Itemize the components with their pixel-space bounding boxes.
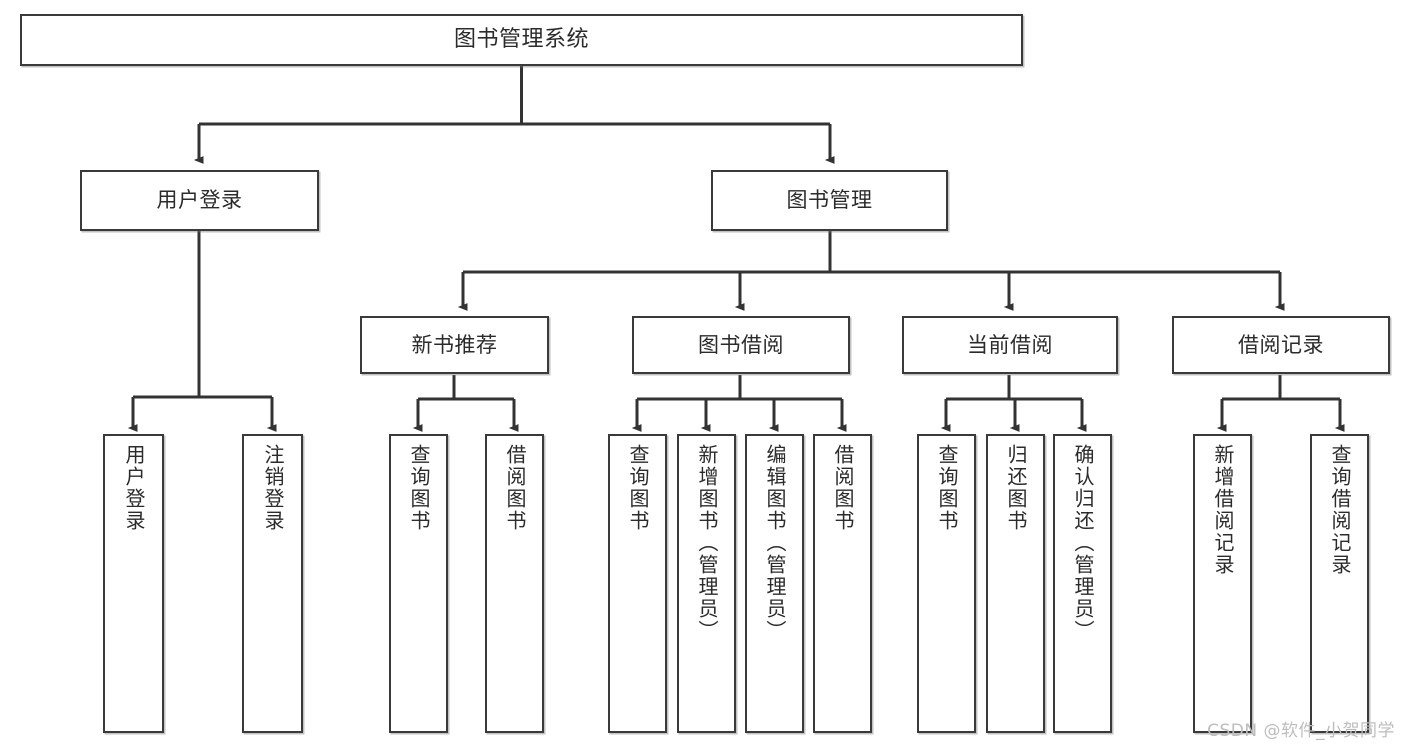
node-new-book-recommend[interactable]: 新书推荐	[360, 316, 549, 374]
leaf-add-book-label: 新增图书（管理员）	[695, 444, 719, 642]
leaf-add-book[interactable]: 新增图书（管理员）	[677, 434, 736, 733]
node-root[interactable]: 图书管理系统	[20, 14, 1023, 66]
leaf-query-book-3-label: 查询图书	[935, 444, 959, 532]
leaf-query-book-2[interactable]: 查询图书	[608, 434, 667, 733]
leaf-query-record-label: 查询借阅记录	[1328, 444, 1352, 576]
leaf-query-record[interactable]: 查询借阅记录	[1310, 434, 1369, 733]
leaf-query-book-1[interactable]: 查询图书	[389, 434, 448, 733]
node-current-borrow-label: 当前借阅	[967, 332, 1053, 357]
leaf-add-record[interactable]: 新增借阅记录	[1193, 434, 1252, 733]
node-book-manage-label: 图书管理	[786, 188, 873, 213]
leaf-user-logout[interactable]: 注销登录	[242, 434, 303, 733]
node-user-login[interactable]: 用户登录	[80, 170, 319, 231]
leaf-return-book-label: 归还图书	[1004, 444, 1028, 532]
node-book-borrow-label: 图书借阅	[698, 332, 784, 357]
node-user-login-label: 用户登录	[156, 188, 243, 213]
leaf-borrow-book-1-label: 借阅图书	[503, 444, 527, 532]
leaf-return-book[interactable]: 归还图书	[986, 434, 1045, 733]
leaf-query-book-3[interactable]: 查询图书	[917, 434, 976, 733]
node-book-manage[interactable]: 图书管理	[711, 170, 948, 231]
leaf-user-logout-label: 注销登录	[261, 444, 285, 532]
leaf-confirm-return-label: 确认归还（管理员）	[1071, 444, 1095, 642]
node-current-borrow[interactable]: 当前借阅	[902, 316, 1118, 374]
leaf-edit-book-label: 编辑图书（管理员）	[763, 444, 787, 642]
leaf-edit-book[interactable]: 编辑图书（管理员）	[745, 434, 804, 733]
node-new-book-recommend-label: 新书推荐	[411, 332, 498, 357]
leaf-borrow-book-2[interactable]: 借阅图书	[813, 434, 872, 733]
node-book-borrow[interactable]: 图书借阅	[632, 316, 850, 374]
node-borrow-record[interactable]: 借阅记录	[1172, 316, 1390, 374]
leaf-user-login[interactable]: 用户登录	[103, 434, 164, 733]
leaf-query-book-2-label: 查询图书	[626, 444, 650, 532]
leaf-borrow-book-2-label: 借阅图书	[831, 444, 855, 532]
leaf-borrow-book-1[interactable]: 借阅图书	[485, 434, 544, 733]
node-root-label: 图书管理系统	[453, 27, 589, 53]
leaf-user-login-label: 用户登录	[122, 444, 146, 532]
node-borrow-record-label: 借阅记录	[1238, 332, 1324, 357]
leaf-query-book-1-label: 查询图书	[407, 444, 431, 532]
leaf-confirm-return[interactable]: 确认归还（管理员）	[1053, 434, 1112, 733]
leaf-add-record-label: 新增借阅记录	[1211, 444, 1235, 576]
